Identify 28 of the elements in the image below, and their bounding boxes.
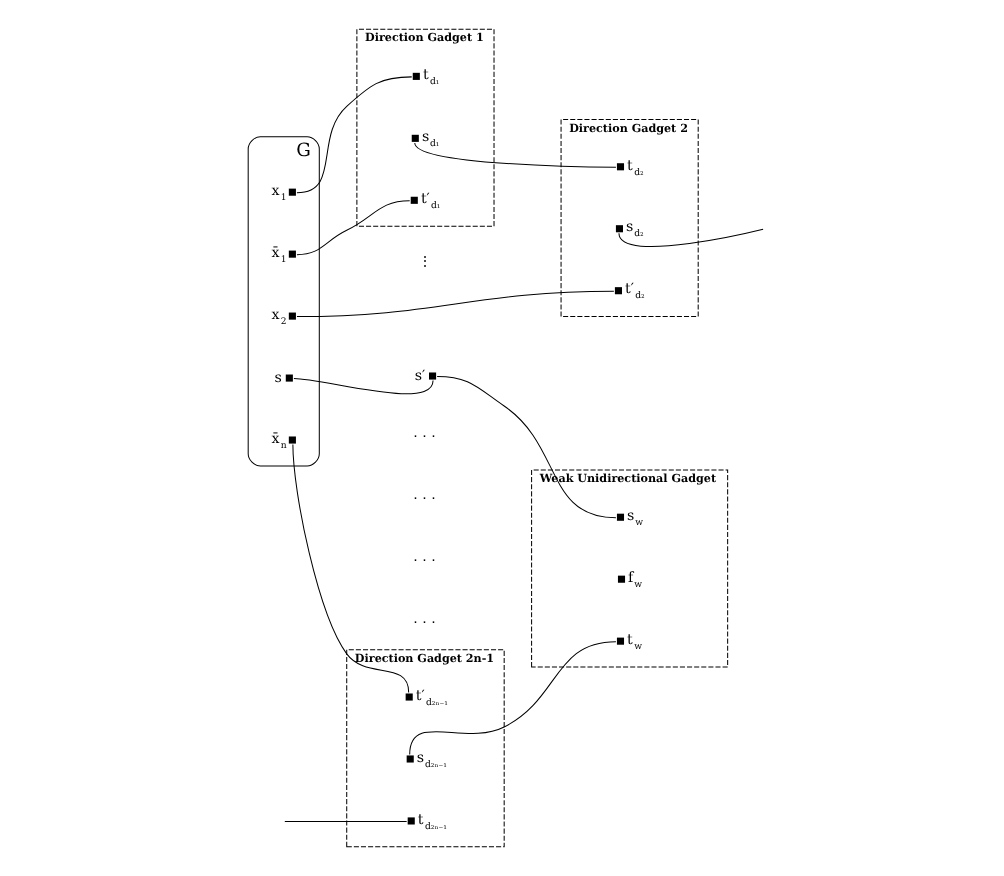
node-box (616, 163, 625, 171)
connector (292, 444, 410, 693)
node-box (407, 817, 415, 825)
connector (296, 290, 615, 318)
node-box (411, 134, 419, 142)
connector (284, 820, 408, 822)
node-box (412, 72, 420, 80)
node-box (288, 188, 296, 196)
node-box (288, 312, 296, 320)
connector (296, 200, 411, 256)
connector (409, 641, 617, 755)
connector (293, 378, 434, 395)
connector (436, 376, 617, 519)
node-box (288, 436, 296, 444)
connector (414, 142, 617, 168)
node-box (614, 287, 622, 295)
node-box (429, 372, 437, 380)
node-box (406, 755, 414, 763)
node-box (615, 225, 623, 233)
node-box (285, 374, 293, 382)
connector (618, 228, 764, 248)
node-box (405, 693, 413, 701)
connector (296, 76, 413, 194)
node-box (288, 250, 296, 258)
node-box (616, 513, 625, 521)
node-box (616, 637, 625, 645)
node-box (410, 196, 418, 204)
node-box (617, 575, 626, 583)
